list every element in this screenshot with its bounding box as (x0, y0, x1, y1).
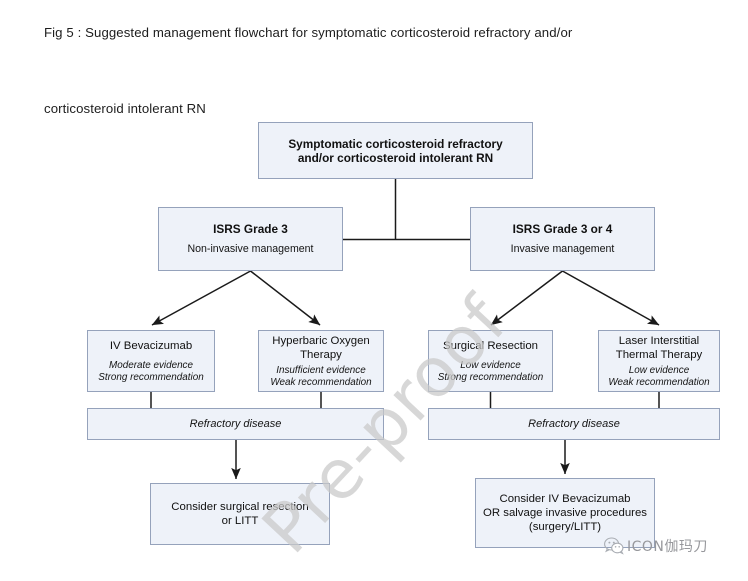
brand-text: ICON伽玛刀 (627, 539, 708, 555)
node-consider-iv-bevacizumab-or-salvage[interactable]: Consider IV Bevacizumab OR salvage invas… (475, 478, 655, 548)
node-isrs-grade-3-or-4[interactable]: ISRS Grade 3 or 4 Invasive management (470, 207, 655, 271)
node-out-right-line2: OR salvage invasive procedures (483, 507, 647, 519)
node-grade3-title: ISRS Grade 3 (213, 222, 288, 236)
node-hbot-evidence: Insufficient evidence (276, 364, 366, 376)
node-surg-recommendation: Strong recommendation (437, 371, 544, 383)
node-litt-line1: Laser Interstitial (618, 334, 700, 347)
node-bev-title: IV Bevacizumab (109, 339, 193, 352)
edge-grade34-litt (562, 270, 660, 326)
node-out-right-line3: (surgery/LITT) (528, 521, 602, 533)
node-hbot-line1: Hyperbaric Oxygen (272, 334, 370, 347)
node-hbot-line2: Therapy (300, 348, 342, 361)
node-out-left-line1: Consider surgical resection (171, 501, 309, 513)
figure-caption: Fig 5 : Suggested management flowchart f… (44, 25, 573, 116)
brand-watermark: ICON伽玛刀 (604, 536, 708, 556)
node-surgical-resection[interactable]: Surgical Resection Low evidence Strong r… (428, 330, 553, 392)
node-bev-evidence: Moderate evidence (109, 359, 193, 371)
node-hyperbaric-oxygen-therapy[interactable]: Hyperbaric Oxygen Therapy Insufficient e… (258, 330, 384, 392)
wechat-icon (604, 537, 624, 555)
node-bev-recommendation: Strong recommendation (98, 371, 204, 383)
node-litt-evidence: Low evidence (628, 364, 690, 376)
node-refractory-disease-right[interactable]: Refractory disease (428, 408, 720, 440)
node-iv-bevacizumab[interactable]: IV Bevacizumab Moderate evidence Strong … (87, 330, 215, 392)
edge-grade3-hbot (250, 270, 321, 326)
node-root-line2: and/or corticosteroid intolerant RN (297, 150, 494, 165)
node-hbot-recommendation: Weak recommendation (270, 376, 372, 388)
node-litt-line2: Thermal Therapy (615, 348, 703, 361)
node-refractory-disease-left[interactable]: Refractory disease (87, 408, 384, 440)
edge-grade34-surg (490, 270, 563, 326)
node-consider-surgical-resection-or-litt[interactable]: Consider surgical resection or LITT (150, 483, 330, 545)
node-root-line1: Symptomatic corticosteroid refractory (288, 136, 503, 151)
node-grade34-title: ISRS Grade 3 or 4 (512, 222, 613, 236)
node-litt-recommendation: Weak recommendation (608, 376, 710, 388)
node-surg-title: Surgical Resection (443, 339, 538, 352)
node-isrs-grade-3[interactable]: ISRS Grade 3 Non-invasive management (158, 207, 343, 271)
node-grade34-subtitle: Invasive management (510, 243, 615, 255)
node-grade3-subtitle: Non-invasive management (187, 243, 314, 255)
node-refr-right-title: Refractory disease (528, 418, 620, 430)
node-root[interactable]: Symptomatic corticosteroid refractory an… (258, 122, 533, 179)
node-out-right-line1: Consider IV Bevacizumab (499, 493, 631, 505)
node-laser-interstitial-thermal-therapy[interactable]: Laser Interstitial Thermal Therapy Low e… (598, 330, 720, 392)
node-surg-evidence: Low evidence (460, 359, 521, 371)
node-refr-left-title: Refractory disease (189, 418, 282, 430)
edge-grade3-bev (151, 270, 251, 326)
node-out-left-line2: or LITT (221, 515, 259, 527)
